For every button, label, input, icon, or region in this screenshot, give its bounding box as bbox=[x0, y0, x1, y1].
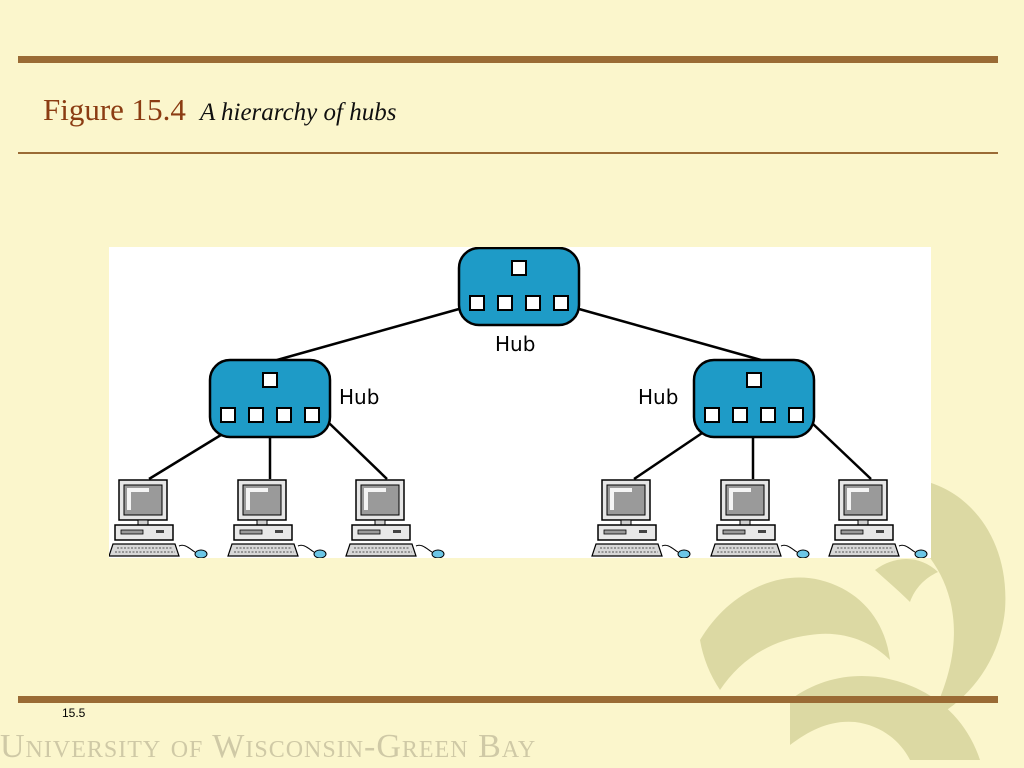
connections bbox=[148, 307, 872, 481]
hub-left bbox=[208, 358, 332, 439]
hub-root bbox=[457, 247, 581, 327]
link-root-left bbox=[276, 307, 460, 362]
bottom-rule bbox=[18, 696, 998, 703]
footer-university-logo: University of Wisconsin-Green Bay bbox=[0, 728, 537, 765]
hub-right bbox=[692, 358, 816, 439]
slide-title: Figure 15.4 A hierarchy of hubs bbox=[43, 92, 396, 128]
link-right-pc-6 bbox=[811, 422, 872, 480]
hub-right-label: Hub bbox=[638, 385, 678, 409]
page-number: 15.5 bbox=[62, 706, 86, 720]
computer-6-icon bbox=[828, 479, 928, 558]
diagram-canvas: Hub Hub Hub bbox=[109, 247, 928, 558]
computer-1-icon bbox=[109, 479, 208, 558]
hub-root-label: Hub bbox=[495, 332, 535, 356]
computer-5-icon bbox=[710, 479, 810, 558]
computer-3-icon bbox=[345, 479, 445, 558]
hub-left-label: Hub bbox=[339, 385, 379, 409]
computer-2-icon bbox=[227, 479, 327, 558]
figure-caption: A hierarchy of hubs bbox=[199, 99, 397, 126]
link-root-right bbox=[578, 307, 762, 362]
figure-number: Figure 15.4 bbox=[43, 92, 186, 127]
hub-hierarchy-diagram: Hub Hub Hub bbox=[109, 247, 931, 558]
top-rule bbox=[18, 56, 998, 63]
computer-4-icon bbox=[591, 479, 691, 558]
link-left-pc-3 bbox=[328, 422, 388, 480]
title-underline bbox=[18, 152, 998, 154]
